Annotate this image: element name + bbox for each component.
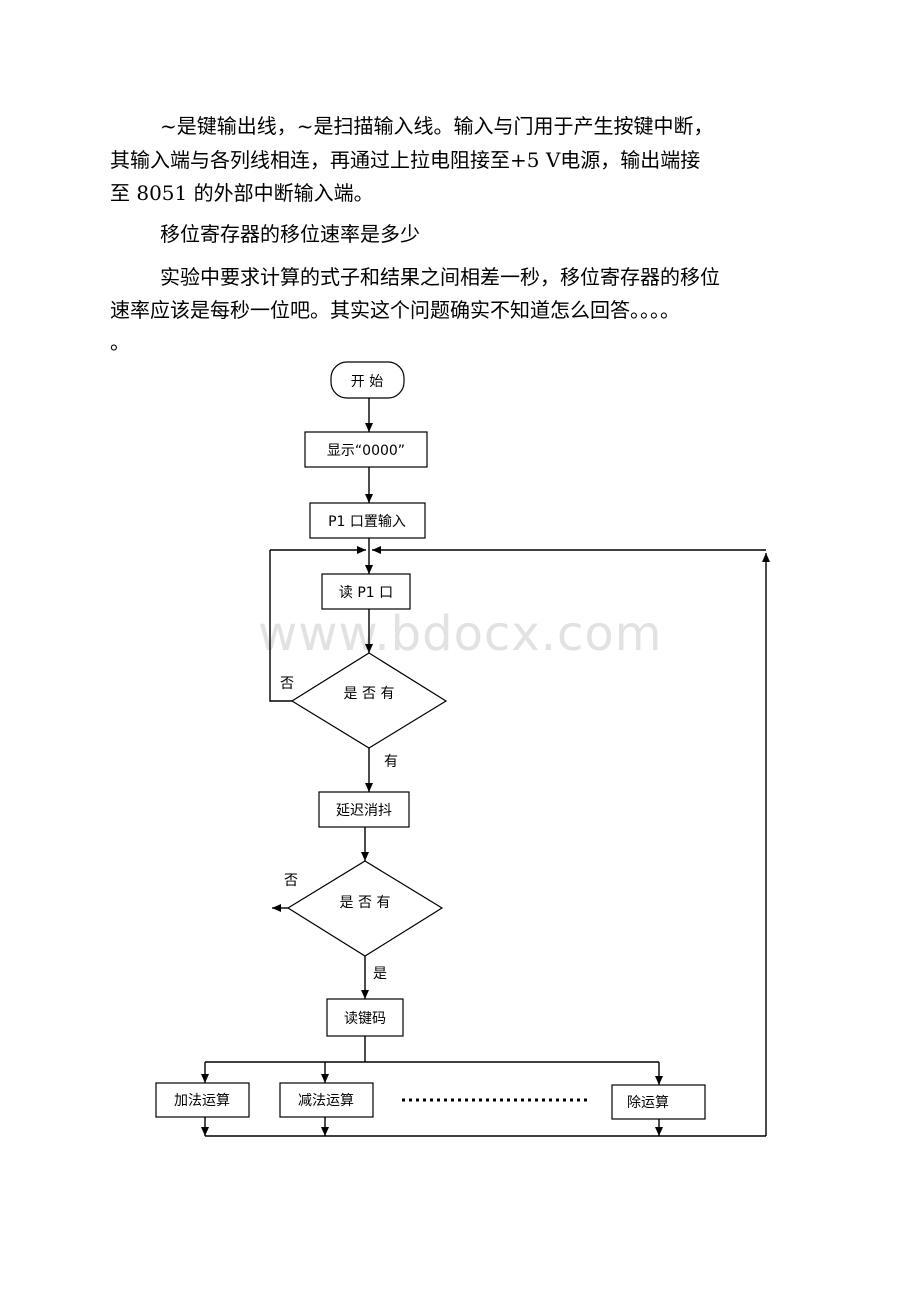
sub-op-node: 减法运算: [279, 1082, 374, 1118]
decision-1: 是 否 有: [290, 652, 448, 749]
sub-op-label: 减法运算: [298, 1093, 354, 1109]
decision-1-no-label: 否: [280, 676, 294, 692]
paragraph-1-line-2: 其输入端与各列线相连，再通过上拉电阻接至+5 V电源，输出端接: [110, 148, 701, 172]
debounce-label: 延迟消抖: [336, 803, 392, 819]
paragraph-2: 移位寄存器的移位速率是多少: [160, 222, 420, 246]
read-p1-node: 读 P1 口: [321, 573, 411, 610]
div-op-node: 除运算: [611, 1084, 706, 1120]
read-key-node: 读键码: [326, 998, 404, 1037]
p1-input-node: P1 口置输入: [309, 502, 426, 539]
decision-1-no-path: [269, 550, 292, 702]
decision-1-yes-label: 有: [384, 754, 398, 770]
watermark: www.bdocx.com: [258, 606, 663, 662]
paragraph-3-line-1: 实验中要求计算的式子和结果之间相差一秒，移位寄存器的移位: [160, 265, 720, 289]
decision-2-label: 是 否 有: [340, 895, 391, 911]
read-key-label: 读键码: [344, 1010, 386, 1027]
decision-2-yes-label: 是: [373, 966, 387, 982]
paragraph-1-line-3: 至 8051 的外部中断输入端。: [110, 181, 374, 205]
decision-2: 是 否 有: [286, 860, 444, 957]
decision-2-no-label: 否: [284, 873, 298, 889]
add-op-label: 加法运算: [174, 1093, 230, 1109]
read-p1-label: 读 P1 口: [339, 584, 393, 601]
p1-input-label: P1 口置输入: [328, 514, 406, 530]
paragraph-1-line-1: ~是键输出线，~是扫描输入线。输入与门用于产生按键中断，: [160, 114, 714, 138]
start-node: 开 始: [330, 361, 405, 399]
debounce-node: 延迟消抖: [318, 791, 410, 828]
paragraph-3-line-2: 速率应该是每秒一位吧。其实这个问题确实不知道怎么回答。。。。: [110, 298, 680, 322]
add-op-node: 加法运算: [155, 1082, 250, 1118]
start-label: 开 始: [351, 374, 383, 390]
decision-1-label: 是 否 有: [344, 686, 395, 702]
paragraph-3-line-3: 。: [110, 330, 130, 354]
display-label: 显示“0000”: [327, 443, 405, 459]
div-op-label: 除运算: [627, 1095, 669, 1111]
display-node: 显示“0000”: [304, 431, 428, 468]
